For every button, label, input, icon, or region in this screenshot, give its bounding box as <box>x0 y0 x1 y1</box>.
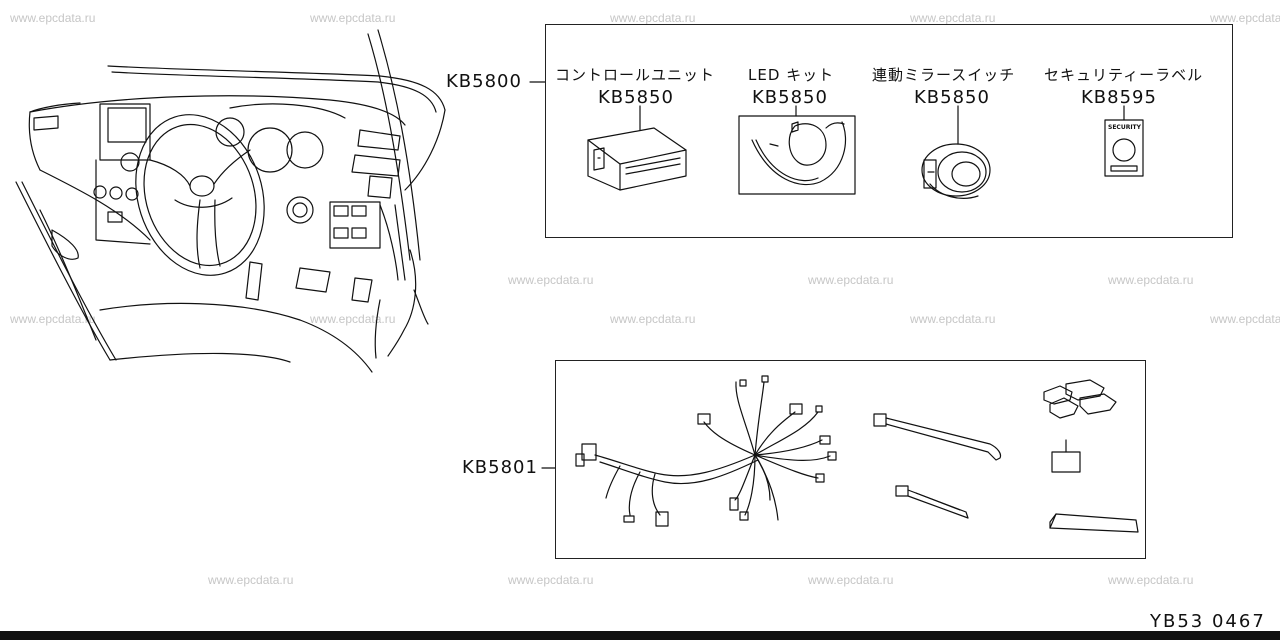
watermark-text: www.epcdata.ru <box>610 312 696 326</box>
item-name-mirror-switch: 連動ミラースイッチ <box>872 66 1016 84</box>
watermark-text: www.epcdata.ru <box>508 273 594 287</box>
watermark-text: www.epcdata.ru <box>208 573 294 587</box>
item-name-led-kit: LED キット <box>748 66 835 84</box>
watermark-text: www.epcdata.ru <box>610 11 696 25</box>
item-name-control-unit: コントロールユニット <box>555 66 716 84</box>
group-code-kb5801: KB5801 <box>462 457 538 478</box>
item-code-security-label: KB8595 <box>1081 87 1157 108</box>
watermark-text: www.epcdata.ru <box>1108 273 1194 287</box>
harness-kit-drawing <box>575 375 1139 533</box>
watermark-text: www.epcdata.ru <box>310 11 396 25</box>
item-code-mirror-switch: KB5850 <box>914 87 990 108</box>
figure-number: YB53 0467 <box>1150 611 1266 632</box>
mirror-switch-drawing <box>921 105 991 199</box>
watermark-text: www.epcdata.ru <box>1108 573 1194 587</box>
watermark-text: www.epcdata.ru <box>910 312 996 326</box>
security-label-print: SECURITY <box>1108 124 1141 131</box>
group-code-kb5800: KB5800 <box>446 71 522 92</box>
watermark-text: www.epcdata.ru <box>10 312 96 326</box>
watermark-text: www.epcdata.ru <box>808 573 894 587</box>
item-code-control-unit: KB5850 <box>598 87 674 108</box>
kit-box-kb5800 <box>545 24 1233 238</box>
kit-box-kb5801 <box>555 360 1146 559</box>
security-label-drawing <box>1104 105 1144 177</box>
footer-bar <box>0 631 1280 640</box>
dashboard-illustration <box>15 29 446 373</box>
watermark-text: www.epcdata.ru <box>808 273 894 287</box>
watermark-text: www.epcdata.ru <box>310 312 396 326</box>
watermark-text: www.epcdata.ru <box>10 11 96 25</box>
control-unit-drawing <box>587 105 687 191</box>
item-name-security-label: セキュリティーラベル <box>1044 66 1204 84</box>
item-code-led-kit: KB5850 <box>752 87 828 108</box>
watermark-text: www.epcdata.ru <box>508 573 594 587</box>
watermark-text: www.epcdata.ru <box>910 11 996 25</box>
watermark-text: www.epcdata.ru <box>1210 312 1280 326</box>
led-kit-drawing <box>738 105 856 195</box>
watermark-text: www.epcdata.ru <box>1210 11 1280 25</box>
